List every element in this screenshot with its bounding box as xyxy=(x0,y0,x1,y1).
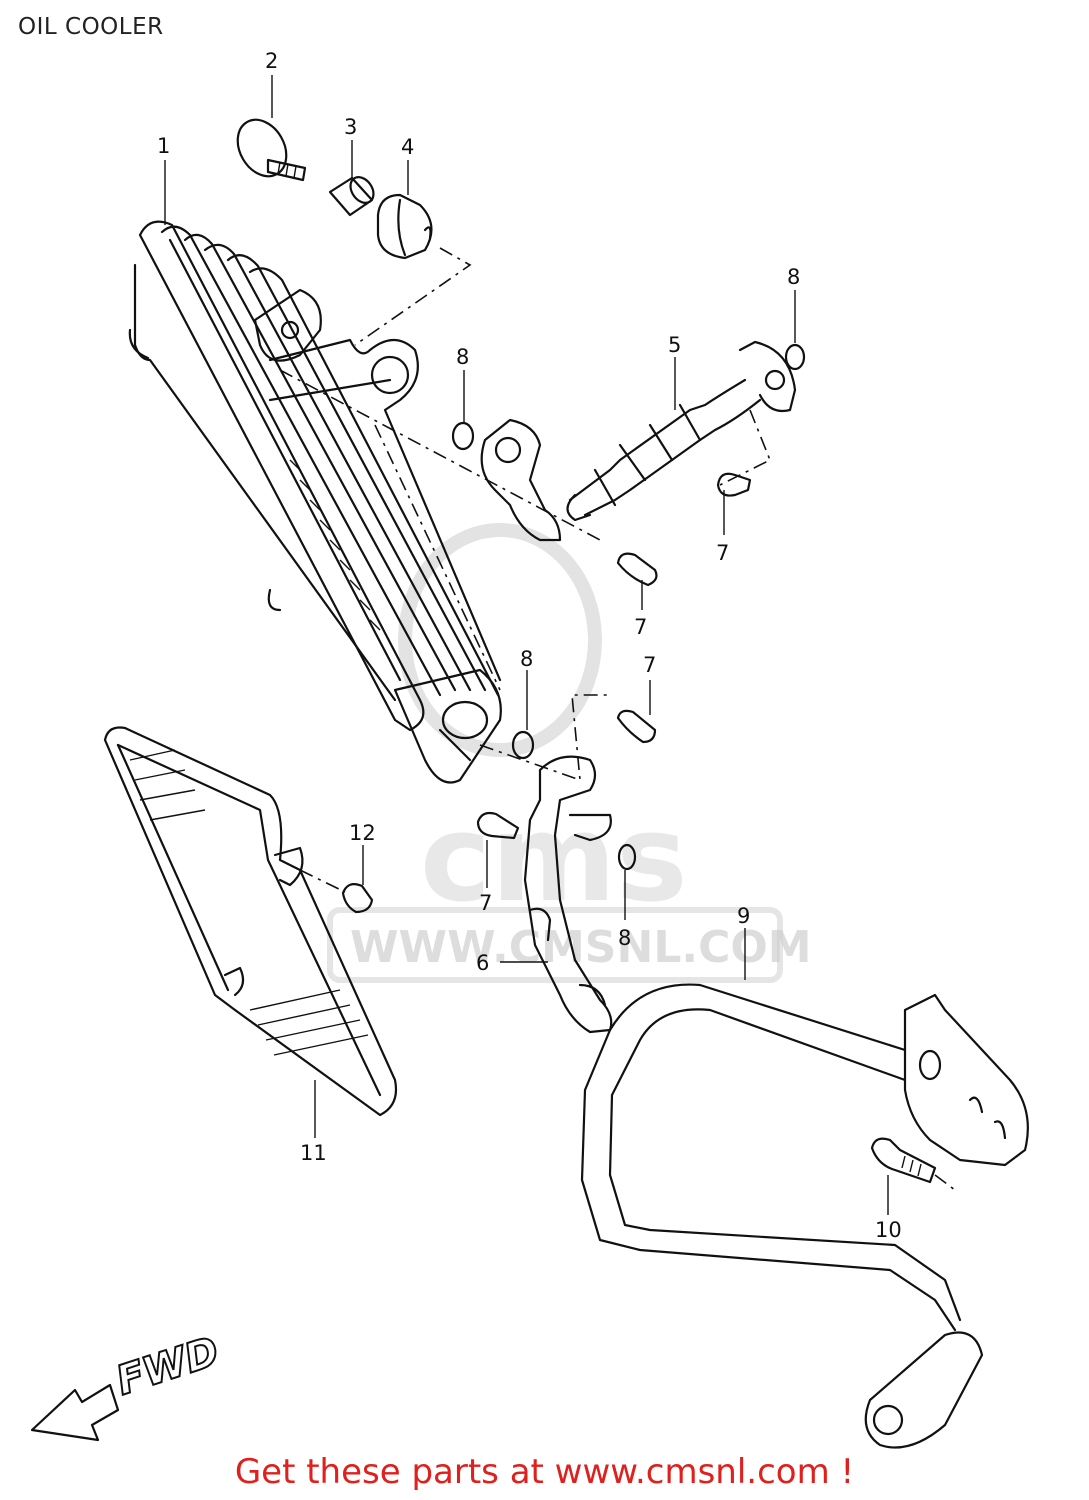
part-label-1: 1 xyxy=(157,134,170,158)
o-ring-8 xyxy=(451,421,475,451)
part-label-9: 9 xyxy=(737,904,750,928)
leader-line xyxy=(374,424,501,691)
bolt-7 xyxy=(616,709,657,744)
page-title: OIL COOLER xyxy=(18,14,164,40)
o-ring-8 xyxy=(784,343,806,371)
part-label-11: 11 xyxy=(300,1141,327,1165)
bolt-10 xyxy=(870,1137,937,1184)
bolt-2 xyxy=(236,118,307,182)
part-label-6: 6 xyxy=(476,951,489,975)
part-label-2: 2 xyxy=(265,49,278,73)
leader-line xyxy=(299,869,346,893)
oil-cooler-core xyxy=(128,220,502,784)
leader-line xyxy=(934,1174,956,1191)
fwd-label: FWD xyxy=(111,1328,225,1404)
part-label-4: 4 xyxy=(401,135,414,159)
label-leaders xyxy=(164,75,889,1215)
guard-bar-9 xyxy=(580,983,1029,1449)
oil-hose-5 xyxy=(566,340,797,522)
watermark: cms WWW.CMSNL.COM xyxy=(327,523,812,983)
bolt-7 xyxy=(476,811,520,840)
part-label-8: 8 xyxy=(520,647,533,671)
leader-line xyxy=(479,694,610,782)
o-ring-8 xyxy=(617,843,637,871)
leader-line xyxy=(279,369,601,541)
part-label-7: 7 xyxy=(643,653,656,677)
watermark-logo: cms xyxy=(420,790,688,929)
oil-pipe-6 xyxy=(523,755,613,1034)
hose-flange xyxy=(480,418,562,542)
watermark-url: WWW.CMSNL.COM xyxy=(350,922,812,973)
part-label-10: 10 xyxy=(875,1218,902,1242)
part-label-7: 7 xyxy=(479,891,492,915)
part-label-8: 8 xyxy=(618,926,631,950)
grommet-4 xyxy=(376,193,433,260)
fwd-arrow: FWD xyxy=(30,1327,226,1442)
part-label-7: 7 xyxy=(716,541,729,565)
part-label-3: 3 xyxy=(344,115,357,139)
part-labels: 1 2 3 4 5 6 7 7 7 7 8 8 8 8 9 10 11 12 xyxy=(157,49,902,1242)
bolt-7 xyxy=(716,472,752,497)
part-label-8: 8 xyxy=(456,345,469,369)
leader-line xyxy=(354,247,472,346)
part-label-7: 7 xyxy=(634,615,647,639)
part-label-12: 12 xyxy=(349,821,376,845)
collar-3 xyxy=(328,176,375,217)
o-ring-8 xyxy=(511,730,535,760)
bolt-7 xyxy=(616,552,658,587)
cooler-guard-11 xyxy=(103,726,398,1117)
part-label-5: 5 xyxy=(668,333,681,357)
part-label-8: 8 xyxy=(787,265,800,289)
bolt-12 xyxy=(341,883,374,914)
footer-link[interactable]: Get these parts at www.cmsnl.com ! xyxy=(234,1452,855,1492)
